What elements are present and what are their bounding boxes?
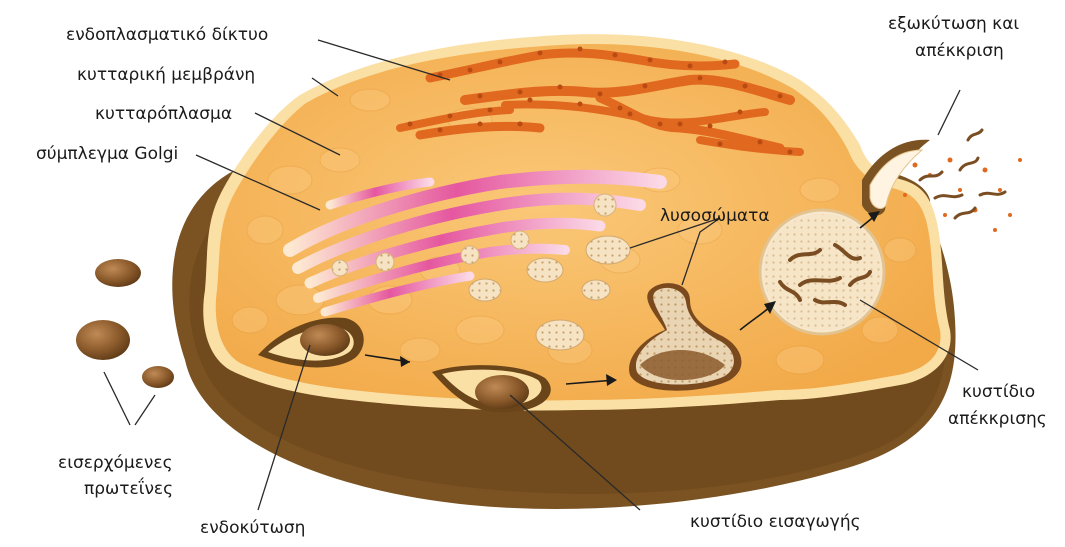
- label-membrane: κυτταρική μεμβράνη: [77, 65, 255, 85]
- label-exocytosis-2: απέκκριση: [915, 41, 1004, 61]
- label-secretion-vesicle-2: απέκκρισης: [948, 409, 1047, 429]
- label-exocytosis-1: εξωκύτωση και: [888, 14, 1019, 34]
- secretion-vesicle: [760, 210, 884, 334]
- label-incoming-1: εισερχόμενες: [58, 453, 173, 473]
- incoming-proteins: [76, 259, 174, 388]
- label-import-vesicle: κυστίδιο εισαγωγής: [690, 512, 861, 532]
- label-endocytosis: ενδοκύτωση: [200, 518, 305, 538]
- label-cytoplasm: κυτταρόπλασμα: [95, 104, 232, 124]
- label-golgi: σύμπλεγμα Golgi: [36, 144, 178, 164]
- label-lysosomes: λυσοσώματα: [660, 206, 770, 226]
- label-incoming-2: πρωτεΐνες: [84, 476, 173, 499]
- label-secretion-vesicle-1: κυστίδιο: [962, 382, 1035, 402]
- label-er: ενδοπλασματικό δίκτυο: [66, 25, 268, 45]
